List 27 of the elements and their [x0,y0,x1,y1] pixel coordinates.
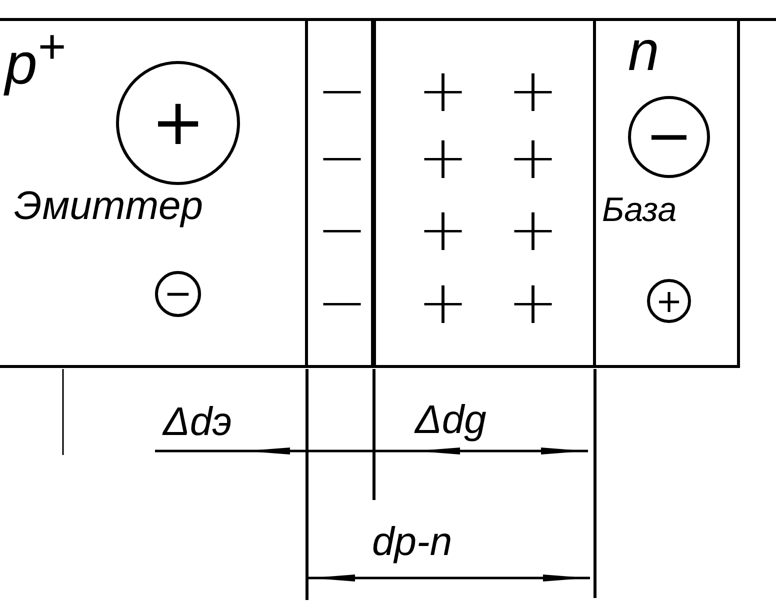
region-label: n [628,23,660,79]
semiconductor-region [593,18,740,368]
circled-charge: − [155,271,201,317]
region-name: База [602,193,677,227]
dimension-label: dp-n [372,522,452,562]
circled-charge: + [116,61,240,185]
dimension-label: Δdg [415,400,486,440]
charge-sign: + [418,128,468,188]
charge-sign: + [418,61,468,121]
semiconductor-region [371,18,595,368]
charge-sign: − [316,128,368,188]
charge-sign: + [418,200,468,260]
charge-sign: − [316,61,368,121]
semiconductor-region [0,18,307,368]
charge-sign: − [316,273,368,333]
charge-sign: + [508,61,558,121]
region-name: Эмиттер [14,186,204,226]
semiconductor-region [305,18,374,368]
charge-sign: − [316,200,368,260]
charge-sign: + [418,273,468,333]
charge-sign: + [508,273,558,333]
circled-charge: − [628,96,710,178]
charge-sign: + [508,128,558,188]
dimension-label: Δdэ [163,402,232,442]
charge-sign: + [508,200,558,260]
region-label: p$^{+}$ [5,23,66,94]
circled-charge: + [647,279,691,323]
